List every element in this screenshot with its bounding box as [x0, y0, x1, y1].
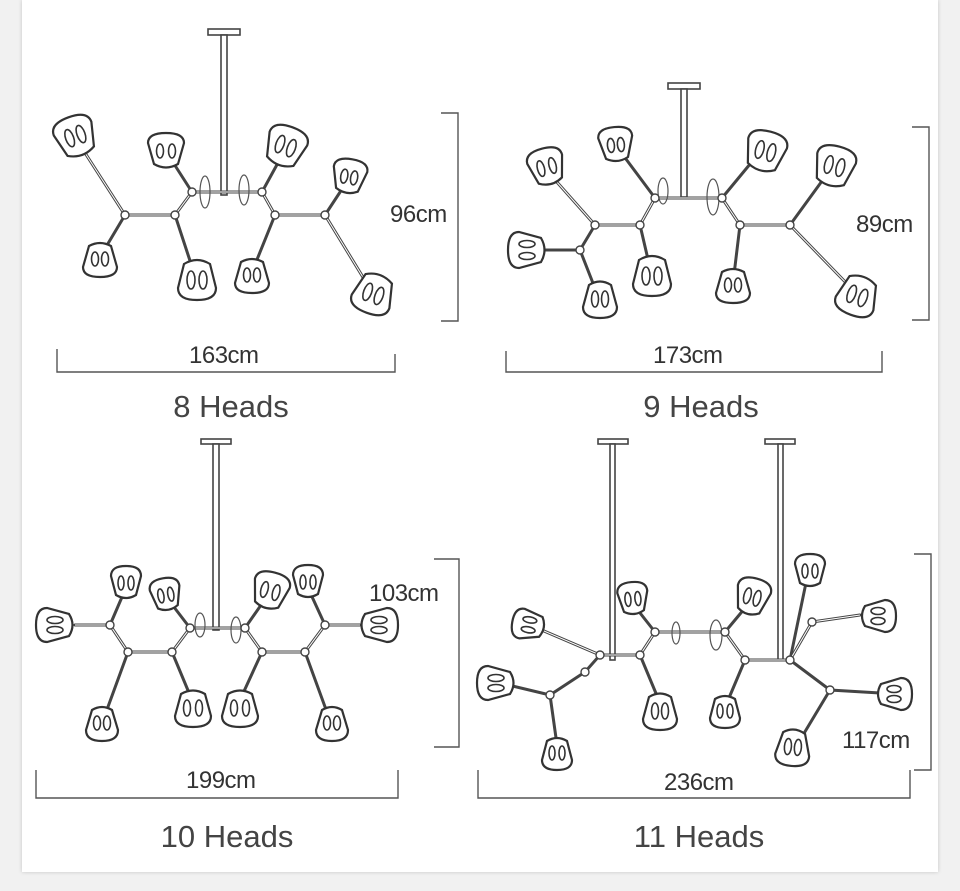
height-label: 96cm [390, 201, 447, 228]
ceiling-rod [667, 82, 701, 198]
variant-caption: 11 Heads [634, 819, 764, 854]
ceiling-rod [200, 438, 232, 631]
height-dimension: 89cm [856, 126, 930, 321]
ceiling-rods [597, 438, 796, 661]
height-dimension: 117cm [842, 553, 932, 771]
glass-shades [52, 113, 394, 317]
width-label: 199cm [186, 767, 256, 794]
variant-10-heads: 103cm 199cm 10 Heads [34, 438, 460, 854]
branch-arms [530, 145, 857, 298]
height-dimension: 96cm [390, 112, 459, 322]
branch-arms [73, 586, 362, 717]
width-label: 173cm [653, 342, 723, 369]
variant-8-heads: 96cm 163cm 8 Heads [52, 28, 459, 424]
height-dimension: 103cm [369, 558, 460, 748]
ceiling-rod [207, 28, 241, 196]
variant-caption: 9 Heads [643, 389, 758, 424]
height-label: 103cm [369, 580, 439, 607]
variant-caption: 8 Heads [173, 389, 288, 424]
width-dimension: 199cm [35, 767, 399, 799]
variant-9-heads: 89cm 173cm 9 Heads [505, 82, 930, 424]
glass-shades [506, 125, 878, 320]
width-dimension: 173cm [505, 342, 883, 373]
height-label: 89cm [856, 211, 913, 238]
width-dimension: 163cm [56, 342, 396, 373]
glass-shades [34, 563, 400, 743]
height-label: 117cm [842, 727, 910, 754]
branch-arms [76, 140, 374, 294]
variant-caption: 10 Heads [161, 819, 294, 854]
width-dimension: 236cm [477, 769, 911, 799]
width-label: 236cm [664, 769, 734, 796]
variant-11-heads: 117cm 236cm 11 Heads [475, 438, 932, 854]
width-label: 163cm [189, 342, 259, 369]
glass-shades [475, 552, 914, 772]
branch-arms [498, 576, 882, 747]
